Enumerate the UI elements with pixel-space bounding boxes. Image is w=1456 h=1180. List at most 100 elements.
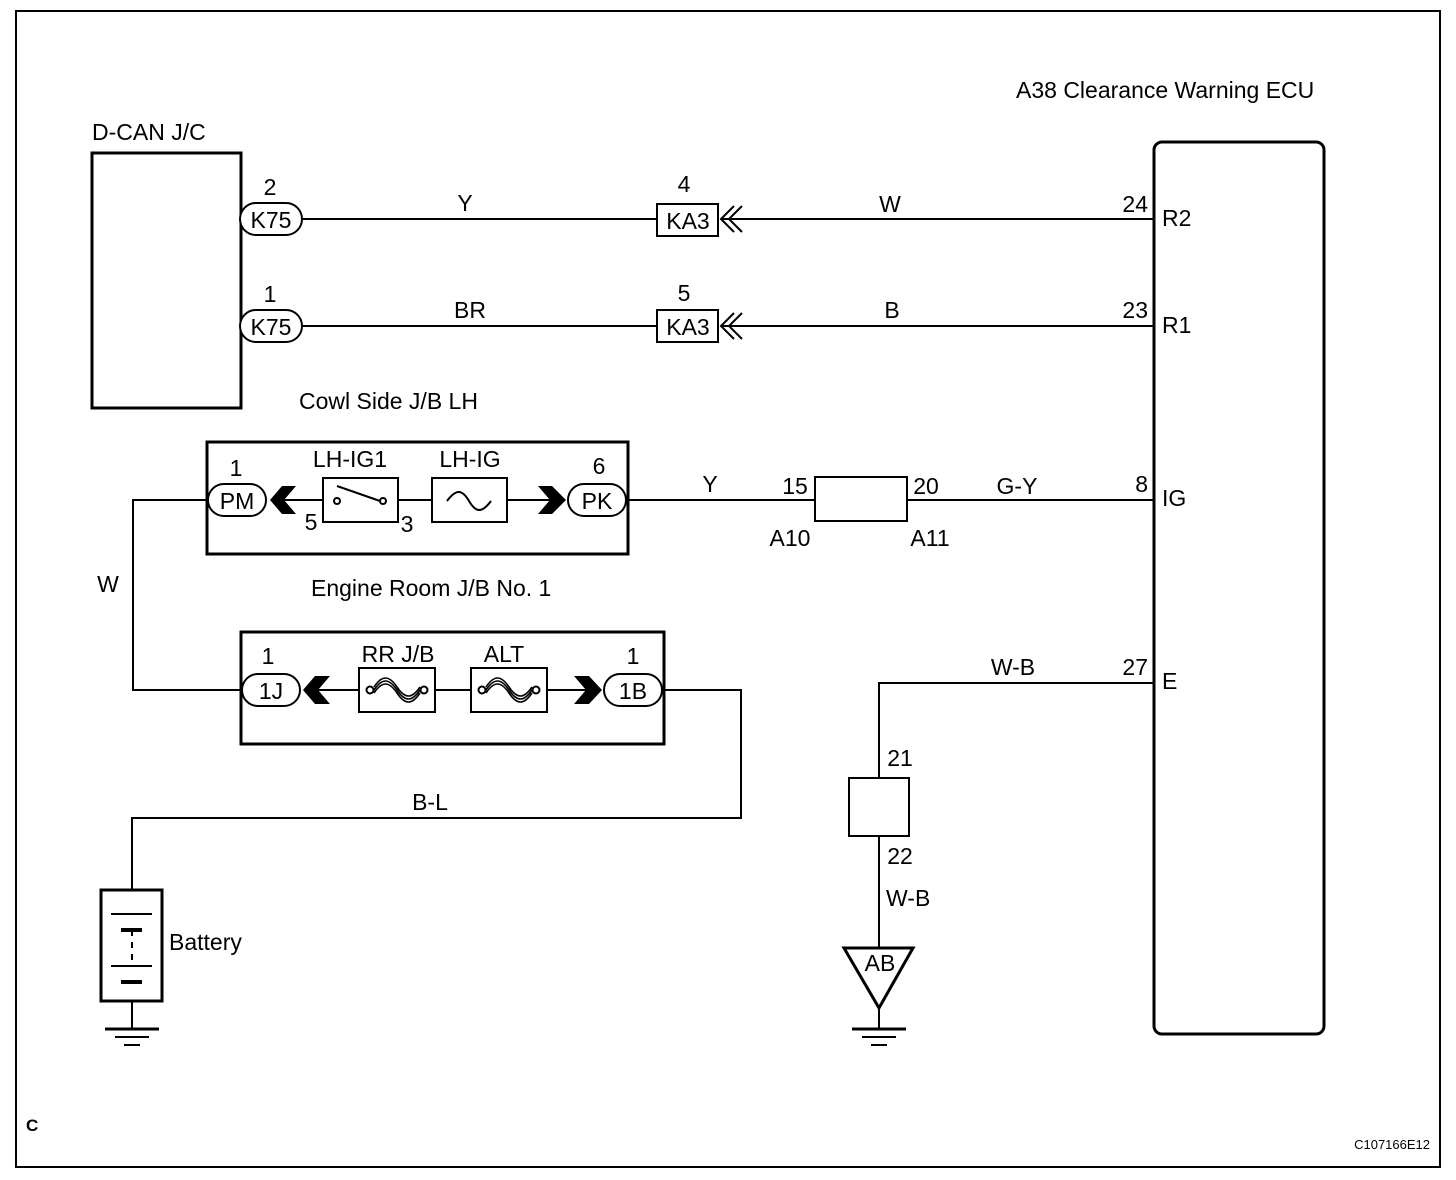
1b-pin-number: 1: [627, 643, 640, 669]
cowl-side-jb[interactable]: PM 1 LH-IG1 5 3 LH-IG PK 6: [205, 440, 630, 556]
lh-ig-fuse[interactable]: LH-IG: [431, 446, 508, 523]
rr-jb-fusible-link[interactable]: RR J/B: [358, 641, 436, 713]
battery-label: Battery: [169, 929, 242, 955]
clearance-warning-ecu[interactable]: A38 Clearance Warning ECU R2 R1 IG E: [1016, 77, 1326, 1036]
wire-color-label: W: [879, 191, 901, 217]
battery[interactable]: Battery: [99, 888, 242, 1003]
1b-label: 1B: [619, 678, 647, 704]
alt-fusible-link[interactable]: ALT: [470, 641, 548, 713]
ab-label: AB: [865, 950, 896, 976]
a11-label: A11: [910, 525, 949, 551]
diagram-id: C107166E12: [1354, 1137, 1430, 1152]
wire-color-label: B: [884, 297, 899, 323]
ecu-label: A38 Clearance Warning ECU: [1016, 77, 1314, 103]
wire-color-label: B-L: [412, 789, 448, 815]
ecu-terminal-e: E: [1162, 668, 1177, 694]
relay-contact-icon: [379, 497, 387, 505]
k75-label: K75: [251, 207, 292, 233]
ka3-label: KA3: [666, 208, 709, 234]
a10-a11-junction[interactable]: 15 20 A10 A11: [770, 473, 950, 551]
junction-pin-top: 21: [887, 745, 913, 771]
diagram-frame: [15, 10, 1441, 1168]
ka3-connector-pin4[interactable]: KA3 4: [656, 171, 743, 237]
k75-connector-pin2[interactable]: K75 2: [239, 174, 303, 236]
relay-contact-icon: [333, 497, 341, 505]
wire-e-to-junction[interactable]: [878, 682, 1154, 778]
pk-chevron-icon: [538, 486, 566, 514]
fusible-link-icon: [373, 677, 421, 703]
ka3-connector-pin5[interactable]: KA3 5: [656, 280, 743, 343]
ground-point-triangle-icon: [841, 946, 916, 1012]
connector-chevron-icon: [719, 205, 735, 233]
relay-pin-out: 3: [401, 511, 414, 537]
rr-jb-label: RR J/B: [362, 641, 435, 667]
wire-color-label: BR: [454, 297, 486, 323]
k75-connector-pin1[interactable]: K75 1: [239, 281, 303, 343]
ka3-pin-number: 4: [678, 171, 691, 197]
engine-jb-label: Engine Room J/B No. 1: [311, 575, 551, 601]
dcan-jc[interactable]: D-CAN J/C: [90, 119, 243, 410]
wire-color-label: W: [97, 571, 119, 597]
pk-pin-number: 6: [593, 453, 606, 479]
1b-chevron-icon: [574, 676, 602, 704]
ecu-pin-number: 23: [1122, 297, 1148, 323]
1j-connector-shape: [241, 673, 301, 707]
fuse-terminal-icon: [477, 685, 487, 695]
pm-pin-number: 1: [230, 455, 243, 481]
lh-ig-label: LH-IG: [439, 446, 500, 472]
ka3-pin-number: 5: [678, 280, 691, 306]
ecu-terminal-ig: IG: [1162, 485, 1186, 511]
pk-label: PK: [582, 488, 613, 514]
fusible-link-icon: [485, 677, 533, 703]
ka3-connector-shape: [656, 203, 719, 237]
pm-chevron-icon: [270, 486, 296, 514]
connector-chevron-icon: [719, 312, 735, 340]
battery-ground-icon: [105, 1001, 159, 1046]
engine-jb-box: [239, 630, 666, 746]
wire-pm-to-1j[interactable]: [132, 499, 240, 691]
wire-color-label: Y: [702, 471, 717, 497]
ecu-terminal-r2: R2: [1162, 205, 1191, 231]
1j-chevron-icon: [303, 676, 330, 704]
wire-color-label: Y: [457, 190, 472, 216]
junction-pin-bottom: 22: [887, 843, 913, 869]
ground-junction-connector[interactable]: 21 22: [848, 745, 913, 869]
dcan-jc-label: D-CAN J/C: [92, 119, 206, 145]
1j-label: 1J: [259, 678, 283, 704]
ecu-pin-number: 27: [1122, 654, 1148, 680]
dcan-jc-box: [90, 151, 243, 410]
ecu-pin-number: 24: [1122, 191, 1148, 217]
cowl-jb-box: [205, 440, 630, 556]
pm-label: PM: [220, 488, 255, 514]
cowl-jb-label: Cowl Side J/B LH: [299, 388, 478, 414]
ecu-pin-number: 8: [1135, 471, 1148, 497]
fuse-terminal-icon: [531, 685, 541, 695]
ab-ground-icon: [852, 1008, 906, 1046]
engine-room-jb[interactable]: 1J 1 RR J/B ALT 1B 1: [239, 630, 666, 746]
corner-mark: C: [26, 1116, 38, 1135]
fuse-element-icon: [446, 491, 492, 511]
k75-pin-number: 2: [264, 174, 277, 200]
ka3-label: KA3: [666, 314, 709, 340]
k75-pin-number: 1: [264, 281, 277, 307]
a10-pin-number: 15: [782, 473, 808, 499]
ecu-terminal-r1: R1: [1162, 312, 1191, 338]
ab-ground-point[interactable]: AB: [841, 946, 916, 1012]
wire-color-label: W-B: [886, 885, 930, 911]
lh-ig1-relay[interactable]: LH-IG1 5 3: [305, 446, 414, 537]
wire-color-label: G-Y: [997, 473, 1038, 499]
ka3-connector-shape: [656, 309, 719, 343]
lh-ig1-label: LH-IG1: [313, 446, 387, 472]
wire-color-label: W-B: [991, 654, 1035, 680]
ecu-box: [1152, 140, 1326, 1036]
junction-box: [848, 777, 910, 837]
1j-pin-number: 1: [262, 643, 275, 669]
wire-1b-to-battery[interactable]: [131, 689, 742, 890]
alt-label: ALT: [484, 641, 524, 667]
a10-label: A10: [770, 525, 811, 551]
fuse-terminal-icon: [419, 685, 429, 695]
fuse-terminal-icon: [365, 685, 375, 695]
relay-switch-arm-icon: [336, 485, 381, 502]
k75-label: K75: [251, 314, 292, 340]
